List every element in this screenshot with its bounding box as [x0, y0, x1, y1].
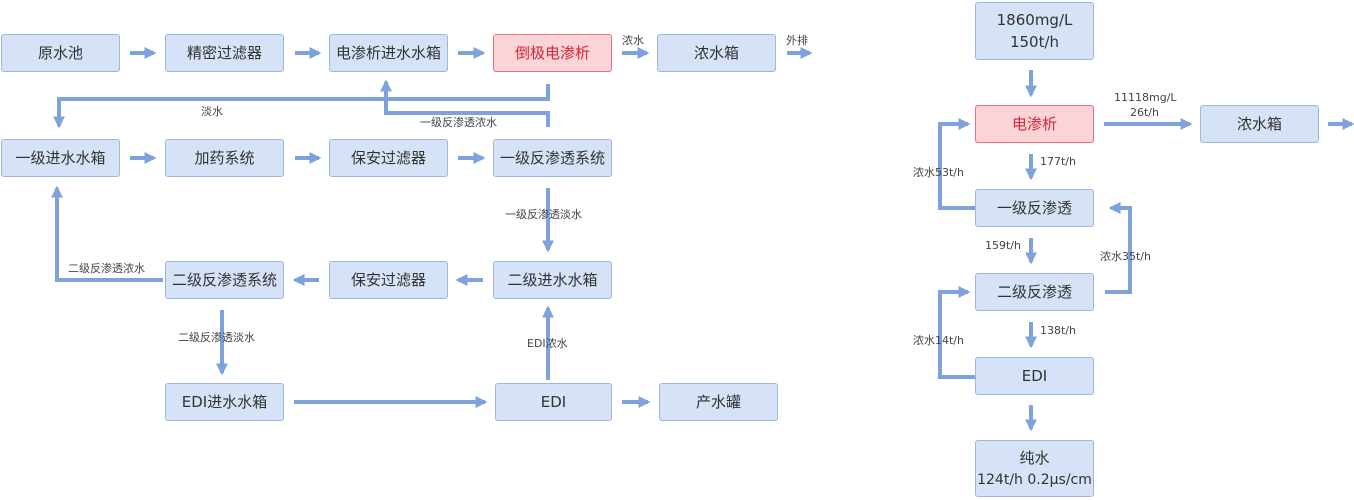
box-pure-water: 纯水 124t/h 0.2μs/cm: [975, 440, 1094, 497]
box-ro1-label: 一级反渗透: [996, 199, 1072, 217]
arrow-ro2conc-return: [51, 185, 163, 282]
box-edi: EDI: [495, 383, 612, 421]
box-right-conc-tank: 浓水箱: [1200, 105, 1319, 143]
box-edi-feed-tank: EDI进水水箱: [165, 383, 284, 421]
label-conc-35: 浓水35t/h: [1100, 250, 1151, 263]
box-right-edi-label: EDI: [1021, 367, 1048, 385]
box-edr: 倒极电渗析: [493, 34, 612, 72]
label-ro2-fresh: 二级反渗透淡水: [178, 331, 255, 344]
box-dosing: 加药系统: [165, 139, 284, 177]
box-security-filter-2: 保安过滤器: [329, 261, 448, 299]
box-ro1-system-label: 一级反渗透系统: [499, 149, 605, 167]
box-ed: 电渗析: [975, 105, 1094, 143]
box-raw-pool: 原水池: [1, 34, 120, 72]
box-ro2-feed-tank-label: 二级进水水箱: [507, 271, 598, 289]
label-flow-159: 159t/h: [985, 239, 1021, 252]
box-edi-feed-tank-label: EDI进水水箱: [181, 393, 268, 411]
label-ro2-conc: 二级反渗透浓水: [68, 262, 145, 275]
box-ro1-feed-tank-label: 一级进水水箱: [15, 149, 106, 167]
label-ro1-conc: 一级反渗透浓水: [420, 116, 497, 129]
label-conc-14: 浓水14t/h: [913, 334, 964, 347]
box-ro2-system: 二级反渗透系统: [165, 261, 284, 299]
box-product-tank-label: 产水罐: [695, 393, 741, 411]
label-discharge: 外排: [786, 34, 808, 47]
label-flow-138: 138t/h: [1040, 324, 1076, 337]
box-ro1: 一级反渗透: [975, 189, 1094, 227]
box-ro2-system-label: 二级反渗透系统: [171, 271, 277, 289]
label-conc-out-flow: 26t/h: [1130, 106, 1159, 119]
box-edr-label: 倒极电渗析: [514, 44, 590, 62]
box-conc-tank: 浓水箱: [657, 34, 776, 72]
box-precision-filter-label: 精密过滤器: [186, 44, 262, 62]
box-ro2-label: 二级反渗透: [996, 283, 1072, 301]
box-ro2: 二级反渗透: [975, 273, 1094, 311]
label-edi-conc: EDI浓水: [527, 337, 568, 350]
box-ed-feed-tank-label: 电渗析进水水箱: [335, 44, 441, 62]
box-edi-label: EDI: [540, 393, 567, 411]
label-conc-water: 浓水: [622, 34, 644, 47]
feed-concentration: 1860mg/L: [996, 11, 1073, 29]
box-security-filter-1-label: 保安过滤器: [350, 149, 426, 167]
box-security-filter-1: 保安过滤器: [329, 139, 448, 177]
box-ed-feed-tank: 电渗析进水水箱: [329, 34, 448, 72]
box-ro1-system: 一级反渗透系统: [493, 139, 612, 177]
arrow-ro1conc-return: [380, 79, 550, 127]
label-fresh-water: 淡水: [201, 105, 223, 118]
label-conc-53: 浓水53t/h: [913, 166, 964, 179]
box-ro2-feed-tank: 二级进水水箱: [493, 261, 612, 299]
box-dosing-label: 加药系统: [194, 149, 255, 167]
pure-water-title: 纯水: [1019, 448, 1050, 467]
label-ro1-fresh: 一级反渗透淡水: [505, 208, 582, 221]
box-right-conc-tank-label: 浓水箱: [1236, 115, 1282, 133]
box-feed-water: 1860mg/L 150t/h: [975, 2, 1094, 60]
arrow-ro1conc-to-ed: [938, 118, 975, 210]
feed-flow: 150t/h: [1009, 33, 1060, 51]
box-conc-tank-label: 浓水箱: [693, 44, 739, 62]
box-ed-label: 电渗析: [1011, 115, 1057, 133]
arrow-fresh-to-ro1tank: [53, 84, 550, 129]
label-flow-177: 177t/h: [1040, 155, 1076, 168]
box-ro1-feed-tank: 一级进水水箱: [1, 139, 120, 177]
box-right-edi: EDI: [975, 357, 1094, 395]
arrow-ediconc-to-ro2: [938, 286, 975, 379]
pure-water-spec: 124t/h 0.2μs/cm: [977, 471, 1092, 488]
box-product-tank: 产水罐: [659, 383, 778, 421]
box-raw-pool-label: 原水池: [37, 44, 83, 62]
arrow-ro2conc-to-ro1: [1105, 202, 1132, 294]
label-conc-out-concentration: 11118mg/L: [1114, 91, 1177, 104]
box-security-filter-2-label: 保安过滤器: [350, 271, 426, 289]
box-precision-filter: 精密过滤器: [165, 34, 284, 72]
